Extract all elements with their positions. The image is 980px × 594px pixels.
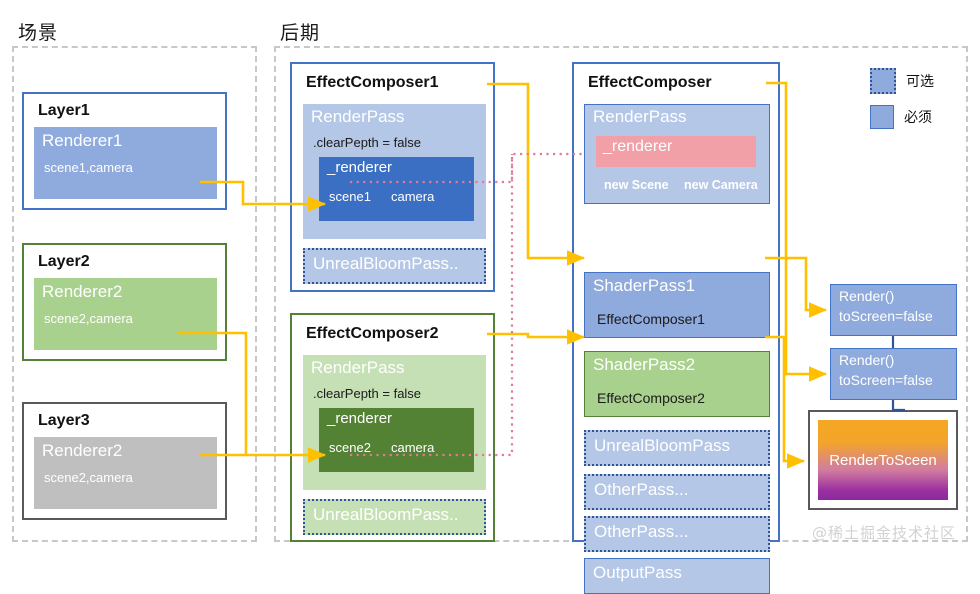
effect-composer-1-card[interactable]: EffectComposer1 RenderPass .clearPepth =… <box>290 62 495 292</box>
main-pass-otherpass-1-name: OtherPass... <box>594 480 689 499</box>
main-effect-composer-card[interactable]: EffectComposer RenderPass _renderer new … <box>572 62 780 594</box>
unreal-bloom-pass-1[interactable]: UnrealBloomPass.. <box>303 248 486 284</box>
effect-composer-1-title: EffectComposer1 <box>306 74 439 91</box>
renderer-inner-block-2[interactable]: _renderer scene2 camera <box>319 408 474 472</box>
effect-composer-2-title: EffectComposer2 <box>306 325 439 342</box>
main-render-pass-block[interactable]: RenderPass _renderer new Scene new Camer… <box>584 104 770 204</box>
renderer-block-3[interactable]: Renderer2 scene2,camera <box>34 437 217 509</box>
renderer-args-2: scene2,camera <box>44 311 133 326</box>
main-pass-unrealbloompass-name: UnrealBloomPass <box>594 436 731 455</box>
renderer-inner-camera-2: camera <box>391 440 435 455</box>
render-pass-block-1[interactable]: RenderPass .clearPepth = false _renderer… <box>303 104 486 239</box>
legend-item-required: 必须 <box>870 105 932 129</box>
render-to-screen-surface: RenderToSceen <box>818 420 948 500</box>
renderer-block-2[interactable]: Renderer2 scene2,camera <box>34 278 217 350</box>
main-effect-composer-title: EffectComposer <box>588 74 712 91</box>
layer-title-3: Layer3 <box>38 412 90 429</box>
unreal-bloom-pass-1-label: UnrealBloomPass.. <box>313 254 459 273</box>
renderer-args-3: scene2,camera <box>44 470 133 485</box>
render-to-screen-frame[interactable]: RenderToSceen <box>808 410 958 510</box>
layer-title-2: Layer2 <box>38 253 90 270</box>
main-pass-shaderpass2-name: ShaderPass2 <box>593 355 696 374</box>
renderer-inner-label-2: _renderer <box>327 410 393 427</box>
renderer-args-1: scene1,camera <box>44 160 133 175</box>
layer-title-1: Layer1 <box>38 102 90 119</box>
renderer-block-1[interactable]: Renderer1 scene1,camera <box>34 127 217 199</box>
legend-label-required: 必须 <box>904 110 932 126</box>
legend-label-optional: 可选 <box>906 74 934 90</box>
renderer-inner-camera-1: camera <box>391 189 435 204</box>
renderer-name-2: Renderer2 <box>42 282 123 301</box>
main-renderer-new-scene: new Scene <box>604 178 669 192</box>
render-pass-name-1: RenderPass <box>311 107 405 126</box>
render-call-1-line2: toScreen=false <box>839 308 933 324</box>
layer-card-2[interactable]: Layer2 Renderer2 scene2,camera <box>22 243 227 361</box>
render-call-1-line1: Render() <box>839 288 895 304</box>
diagram-canvas: 场景 后期 可选 必须 Layer1 Renderer1 scene1,came… <box>12 22 968 594</box>
main-pass-shaderpass1-value: EffectComposer1 <box>597 311 705 327</box>
render-call-box-2[interactable]: Render() toScreen=false <box>830 348 957 400</box>
legend-swatch-optional <box>870 68 896 94</box>
group-title-post: 后期 <box>280 22 321 44</box>
main-pass-shaderpass1[interactable]: ShaderPass1 EffectComposer1 <box>584 272 770 338</box>
main-pass-shaderpass2-value: EffectComposer2 <box>597 390 705 406</box>
watermark: @稀土掘金技术社区 <box>812 524 957 542</box>
main-pass-unrealbloompass[interactable]: UnrealBloomPass <box>584 430 770 466</box>
renderer-inner-scene-2: scene2 <box>329 440 371 455</box>
render-call-2-line2: toScreen=false <box>839 372 933 388</box>
render-call-box-1[interactable]: Render() toScreen=false <box>830 284 957 336</box>
render-pass-prop-1: .clearPepth = false <box>313 135 422 150</box>
scene-zone <box>12 46 257 542</box>
render-to-screen-label: RenderToSceen <box>829 451 937 469</box>
main-pass-outputpass-name: OutputPass <box>593 563 682 582</box>
main-pass-otherpass-2-name: OtherPass... <box>594 522 689 541</box>
renderer-name-3: Renderer2 <box>42 441 123 460</box>
legend-item-optional: 可选 <box>870 68 934 94</box>
unreal-bloom-pass-2[interactable]: UnrealBloomPass.. <box>303 499 486 535</box>
main-renderer-label: _renderer <box>603 138 673 155</box>
main-renderer-new-camera: new Camera <box>684 178 758 192</box>
renderer-inner-label-1: _renderer <box>327 159 393 176</box>
render-pass-name-2: RenderPass <box>311 358 405 377</box>
layer-card-1[interactable]: Layer1 Renderer1 scene1,camera <box>22 92 227 210</box>
main-pass-outputpass[interactable]: OutputPass <box>584 558 770 594</box>
legend-swatch-required <box>870 105 894 129</box>
main-pass-otherpass-1[interactable]: OtherPass... <box>584 474 770 510</box>
effect-composer-2-card[interactable]: EffectComposer2 RenderPass .clearPepth =… <box>290 313 495 542</box>
main-pass-shaderpass2[interactable]: ShaderPass2 EffectComposer2 <box>584 351 770 417</box>
renderer-inner-scene-1: scene1 <box>329 189 371 204</box>
render-pass-block-2[interactable]: RenderPass .clearPepth = false _renderer… <box>303 355 486 490</box>
main-pass-shaderpass1-name: ShaderPass1 <box>593 276 696 295</box>
main-renderer-highlight-block[interactable]: _renderer <box>596 136 756 167</box>
group-title-scene: 场景 <box>18 22 59 44</box>
main-pass-otherpass-2[interactable]: OtherPass... <box>584 516 770 552</box>
main-render-pass-name: RenderPass <box>593 107 687 126</box>
layer-card-3[interactable]: Layer3 Renderer2 scene2,camera <box>22 402 227 520</box>
renderer-name-1: Renderer1 <box>42 131 123 150</box>
render-call-2-line1: Render() <box>839 352 895 368</box>
unreal-bloom-pass-2-label: UnrealBloomPass.. <box>313 505 459 524</box>
renderer-inner-block-1[interactable]: _renderer scene1 camera <box>319 157 474 221</box>
render-pass-prop-2: .clearPepth = false <box>313 386 422 401</box>
